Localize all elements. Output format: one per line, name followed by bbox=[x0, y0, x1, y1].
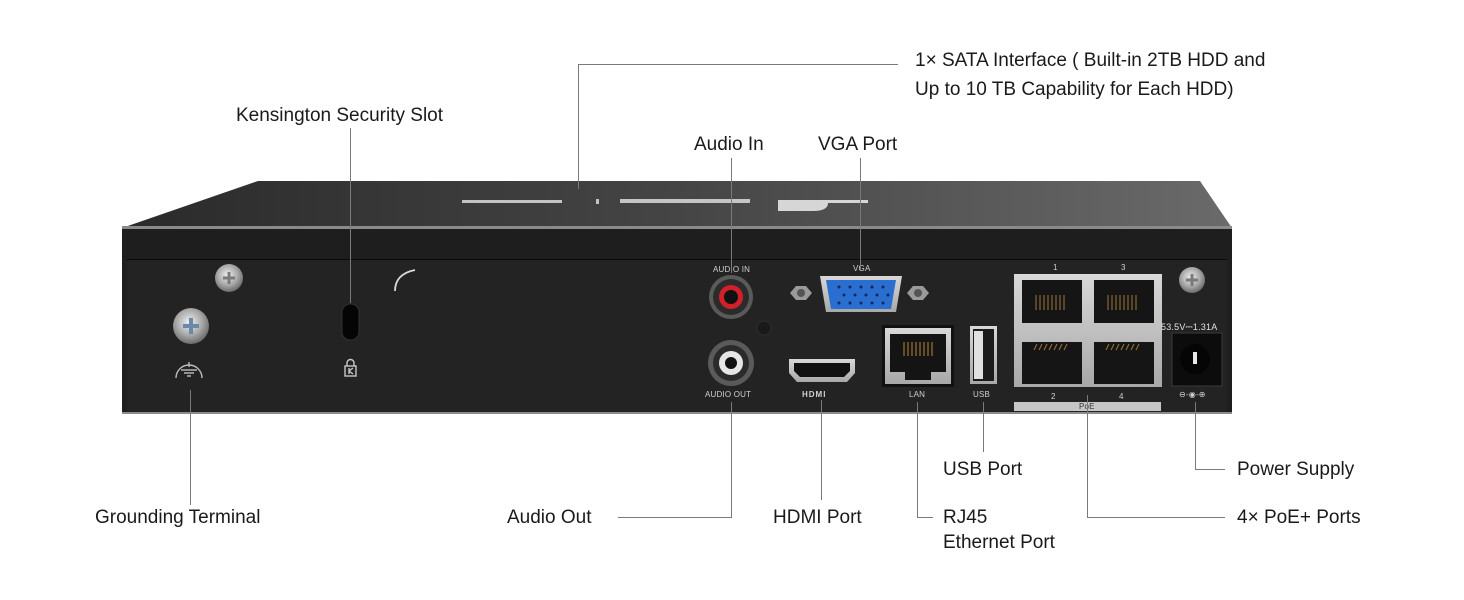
leader-audio-out bbox=[731, 402, 732, 518]
callout-power: Power Supply bbox=[1237, 459, 1355, 480]
ground-icon bbox=[175, 362, 203, 379]
poe-port-number: 4 bbox=[1119, 392, 1124, 401]
poe-port-2 bbox=[1022, 342, 1082, 384]
leader-vga bbox=[860, 158, 861, 270]
audio-out-panel-label: AUDIO OUT bbox=[705, 390, 752, 399]
leader-usb bbox=[983, 402, 984, 452]
callout-grounding: Grounding Terminal bbox=[95, 507, 261, 528]
poe-panel-label: PoE bbox=[1079, 402, 1095, 411]
leader-power bbox=[1195, 402, 1196, 469]
vga-panel-label: VGA bbox=[853, 264, 871, 273]
vga-port bbox=[790, 276, 929, 312]
callout-rj45: RJ45 Ethernet Port bbox=[943, 505, 1055, 555]
poe-port-4 bbox=[1094, 342, 1154, 384]
callout-usb: USB Port bbox=[943, 459, 1023, 480]
audio-out-port bbox=[708, 340, 754, 386]
leader-rj45-h bbox=[917, 517, 933, 518]
leader-audio-in bbox=[731, 158, 732, 273]
kensington-lock-icon bbox=[344, 358, 357, 377]
leader-grounding bbox=[190, 390, 191, 505]
leader-rj45 bbox=[917, 402, 918, 518]
leader-hdmi bbox=[821, 400, 822, 500]
led-indicator bbox=[756, 320, 772, 336]
callout-rj45-line2: Ethernet Port bbox=[943, 532, 1055, 553]
hdmi-panel-label: HDMI bbox=[802, 390, 827, 399]
panel-mark bbox=[394, 269, 416, 292]
callout-audio-out: Audio Out bbox=[507, 507, 592, 528]
usb-panel-label: USB bbox=[973, 390, 991, 399]
poe-port-1 bbox=[1022, 280, 1082, 323]
audio-in-port bbox=[709, 275, 753, 319]
poe-port-number: 1 bbox=[1053, 263, 1058, 272]
leader-kensington bbox=[350, 128, 351, 303]
lan-port bbox=[882, 325, 954, 387]
power-jack bbox=[1171, 332, 1223, 387]
callout-audio-in: Audio In bbox=[694, 134, 764, 155]
callout-sata-line2: Up to 10 TB Capability for Each HDD) bbox=[915, 79, 1234, 100]
leader-sata-h bbox=[578, 64, 898, 65]
usb-port bbox=[970, 326, 997, 384]
lan-panel-label: LAN bbox=[909, 390, 926, 399]
poe-port-number: 2 bbox=[1051, 392, 1056, 401]
callout-sata-line1: 1× SATA Interface ( Built-in 2TB HDD and bbox=[915, 50, 1266, 71]
poe-port-3 bbox=[1094, 280, 1154, 323]
top-logo bbox=[462, 199, 868, 211]
grounding-screw-icon bbox=[173, 308, 209, 344]
chassis-top bbox=[122, 181, 1232, 229]
polarity-symbol: ⊖-◉-⊕ bbox=[1179, 390, 1206, 399]
leader-sata bbox=[578, 64, 579, 189]
leader-audio-out-h bbox=[618, 517, 731, 518]
poe-port-number: 3 bbox=[1121, 263, 1126, 272]
power-rating-label: 53.5V⎓1.31A bbox=[1161, 322, 1218, 332]
leader-poe bbox=[1087, 395, 1088, 518]
leader-power-h bbox=[1195, 469, 1225, 470]
screw-icon bbox=[215, 264, 243, 292]
callout-sata: 1× SATA Interface ( Built-in 2TB HDD and… bbox=[915, 48, 1265, 102]
callout-vga: VGA Port bbox=[818, 134, 898, 155]
callout-rj45-line1: RJ45 bbox=[943, 507, 988, 528]
callout-poe: 4× PoE+ Ports bbox=[1237, 507, 1361, 528]
screw-icon bbox=[1179, 267, 1205, 293]
leader-poe-h bbox=[1087, 517, 1225, 518]
kensington-slot bbox=[341, 303, 360, 341]
callout-kensington: Kensington Security Slot bbox=[236, 105, 444, 126]
callout-hdmi: HDMI Port bbox=[773, 507, 862, 528]
hdmi-port bbox=[789, 359, 855, 382]
